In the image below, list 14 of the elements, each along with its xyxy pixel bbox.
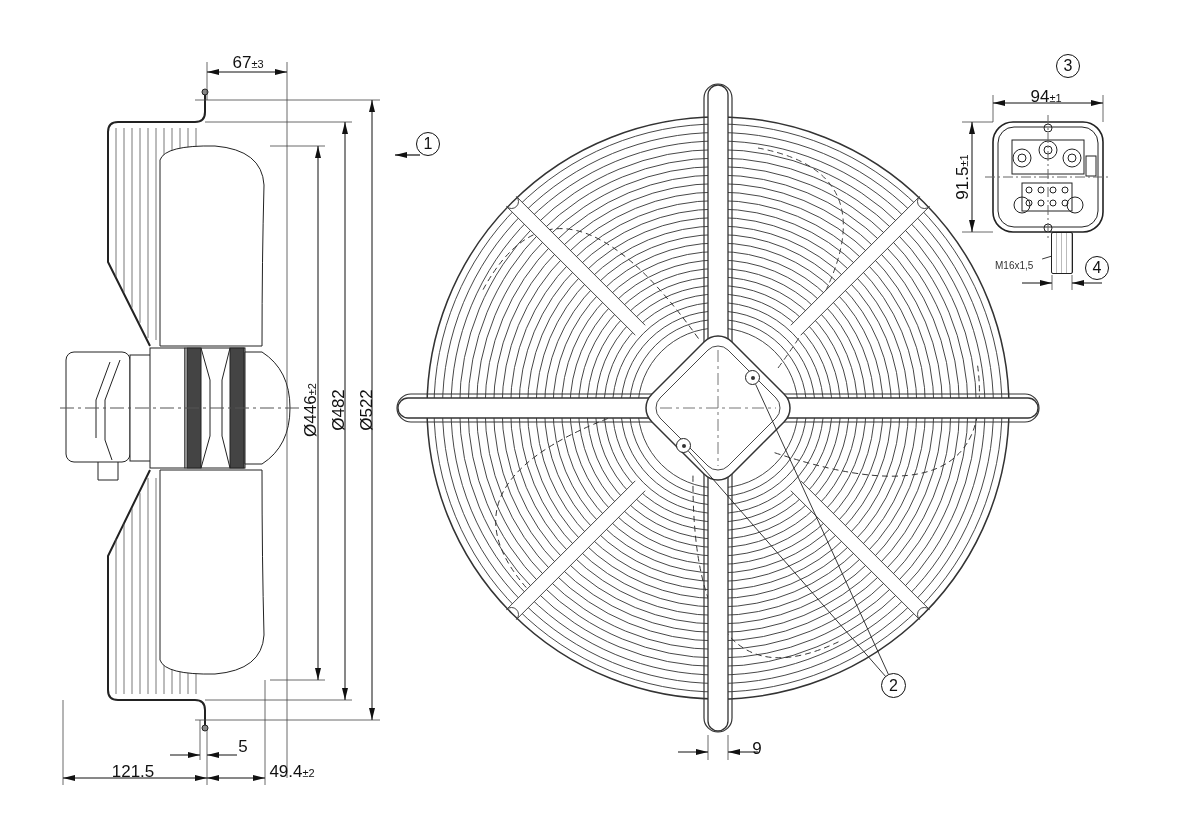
dimension-label: Ø482 — [329, 389, 347, 431]
callout-number: 3 — [1056, 54, 1080, 78]
cable-gland — [1051, 232, 1073, 274]
callout-number: 2 — [881, 673, 906, 698]
dimension-label: 9 — [752, 739, 762, 757]
thread-size-label: M16x1,5 — [995, 259, 1043, 273]
leader-line — [688, 450, 886, 677]
leader-line — [755, 383, 889, 675]
leader-line — [1041, 255, 1052, 260]
dimension-label: 121.5 — [111, 762, 155, 780]
dimension-label: 5 — [238, 737, 248, 755]
dimension-label: Ø522 — [357, 389, 375, 431]
callout-number: 1 — [416, 132, 440, 156]
callout-number: 4 — [1085, 256, 1109, 280]
